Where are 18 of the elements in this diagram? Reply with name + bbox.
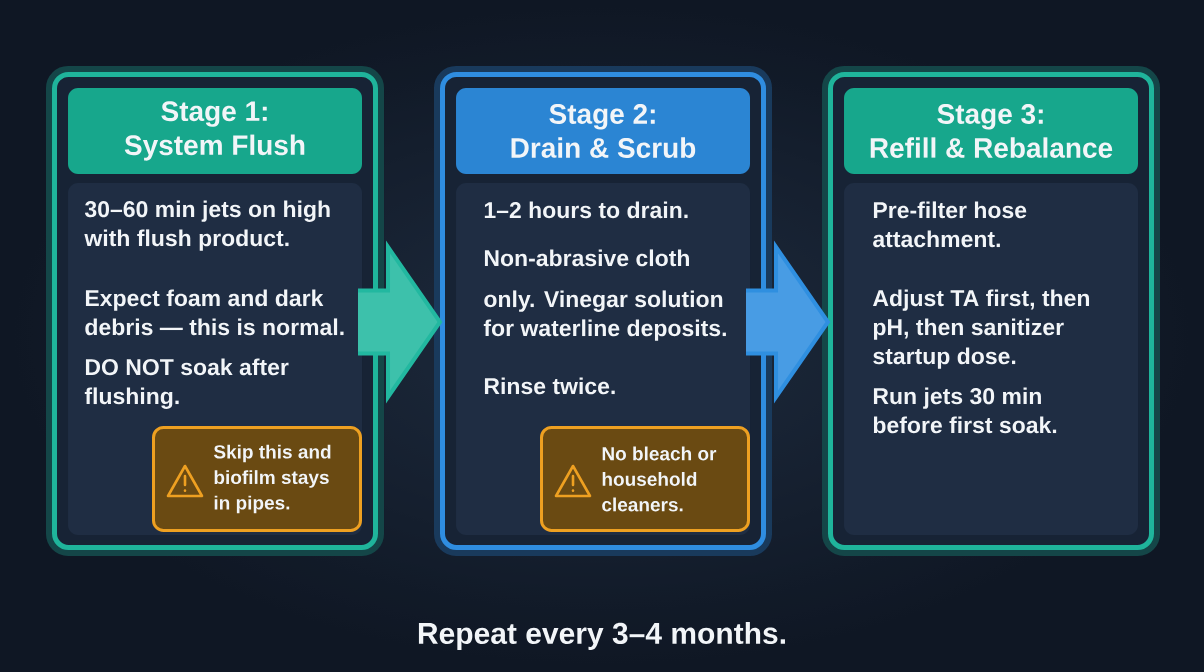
instruction-text: 30–60 min jets on high with flush product. <box>84 200 330 251</box>
caption-text: Repeat every 3–4 months. <box>418 622 785 650</box>
stage-header: Stage 3: Refill & Rebalance <box>844 88 1138 174</box>
stage-header: Stage 1: System Flush <box>68 88 362 174</box>
block-arrow <box>356 240 443 404</box>
instruction-text: Rinse twice. <box>484 377 615 395</box>
instruction-text: Non-abrasive cloth <box>484 249 689 267</box>
warning-box: No bleach or household cleaners. <box>540 426 750 532</box>
instruction-text: 1–2 hours to drain. <box>484 201 688 219</box>
instruction-text: Run jets 30 min before first soak. <box>873 387 1057 434</box>
instruction-text: only. Vinegar solution for waterline deposits. <box>483 290 726 341</box>
instruction-text: Pre-filter hose attachment. <box>873 201 1027 248</box>
instruction-text: Expect foam and dark debris — this is normal. <box>85 289 344 336</box>
instruction-text: Adjust TA first, then pH, then sanitizer startup dose. <box>872 289 1090 369</box>
stage-header: Stage 2: Drain & Scrub <box>456 88 750 174</box>
instruction-text: DO NOT soak after flushing. <box>84 358 289 409</box>
warning-box: Skip this and biofilm stays in pipes. <box>152 426 362 532</box>
block-arrow <box>744 240 831 404</box>
